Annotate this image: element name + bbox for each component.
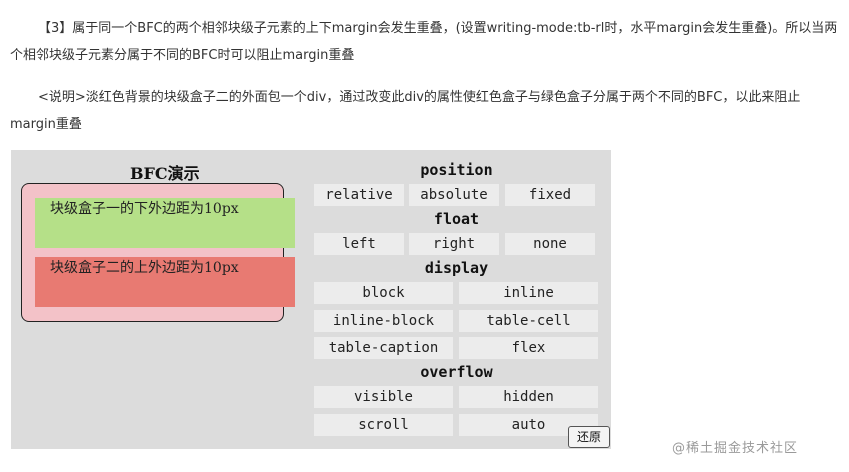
position-fixed-button[interactable]: fixed <box>505 184 595 206</box>
float-heading: float <box>433 210 480 228</box>
paragraph-explanation: <说明>淡红色背景的块级盒子二的外面包一个div，通过改变此div的属性使红色盒… <box>10 90 801 132</box>
display-table-caption-button[interactable]: table-caption <box>314 337 453 359</box>
display-inline-block-button[interactable]: inline-block <box>314 310 453 332</box>
float-right-button[interactable]: right <box>409 233 499 255</box>
position-relative-button[interactable]: relative <box>314 184 404 206</box>
float-none-button[interactable]: none <box>505 233 595 255</box>
watermark: @稀土掘金技术社区 <box>672 441 799 456</box>
position-absolute-button[interactable]: absolute <box>409 184 499 206</box>
overflow-visible-button[interactable]: visible <box>314 386 453 408</box>
display-heading: display <box>424 259 489 277</box>
demo-title: BFC演示 <box>130 164 200 183</box>
reset-button[interactable]: 还原 <box>568 426 610 448</box>
green-block-box-1: 块级盒子一的下外边距为10px <box>35 198 295 248</box>
overflow-hidden-button[interactable]: hidden <box>459 386 598 408</box>
display-table-cell-button[interactable]: table-cell <box>459 310 598 332</box>
red-block-box-2: 块级盒子二的上外边距为10px <box>35 257 295 307</box>
paragraph-rule-3: 【3】属于同一个BFC的两个相邻块级子元素的上下margin会发生重叠，(设置w… <box>10 21 838 63</box>
overflow-scroll-button[interactable]: scroll <box>314 414 453 436</box>
overflow-heading: overflow <box>420 363 493 381</box>
display-flex-button[interactable]: flex <box>459 337 598 359</box>
float-left-button[interactable]: left <box>314 233 404 255</box>
position-heading: position <box>420 161 493 179</box>
bfc-demo-panel: BFC演示 块级盒子一的下外边距为10px 块级盒子二的上外边距为10px po… <box>11 150 611 449</box>
display-block-button[interactable]: block <box>314 282 453 304</box>
overflow-auto-button[interactable]: auto <box>459 414 598 436</box>
display-inline-button[interactable]: inline <box>459 282 598 304</box>
